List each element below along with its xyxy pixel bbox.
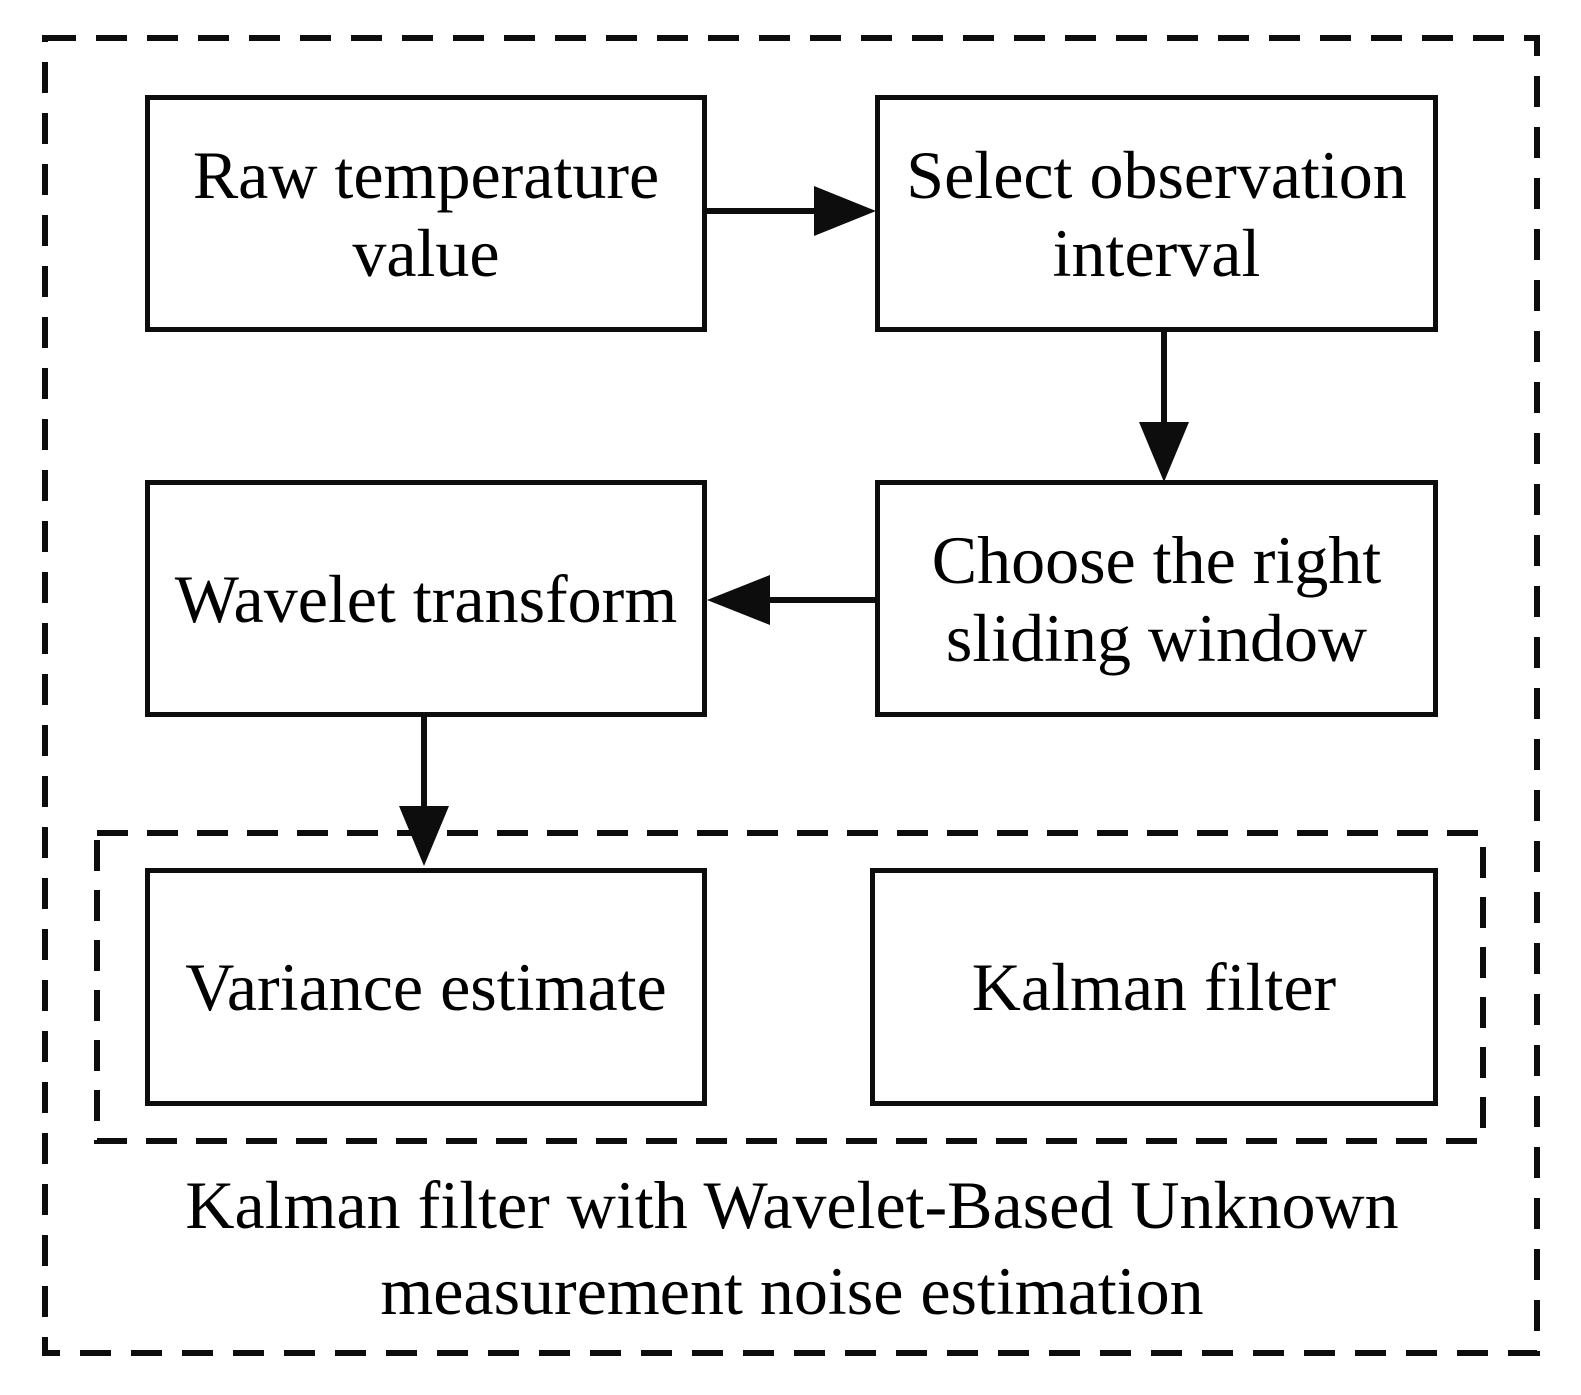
outer-dashed-border [42, 35, 1540, 1356]
box-select-observation-interval: Select observation interval [875, 95, 1438, 332]
box-kalman-filter: Kalman filter [870, 868, 1438, 1106]
figure-caption: Kalman filter with Wavelet-Based Unknown… [185, 1167, 1399, 1329]
box-choose-sliding-window: Choose the right sliding window [875, 480, 1438, 717]
arrow-select-to-window-icon [1139, 332, 1189, 482]
arrow-raw-to-select-icon [707, 186, 876, 236]
arrow-wavelet-to-variance-icon [399, 717, 449, 866]
box-raw-temperature-value: Raw temperature value [145, 95, 707, 332]
box-variance-estimate: Variance estimate [145, 868, 707, 1106]
box-wavelet-transform: Wavelet transform [145, 480, 707, 717]
arrow-window-to-wavelet-icon [707, 575, 876, 625]
